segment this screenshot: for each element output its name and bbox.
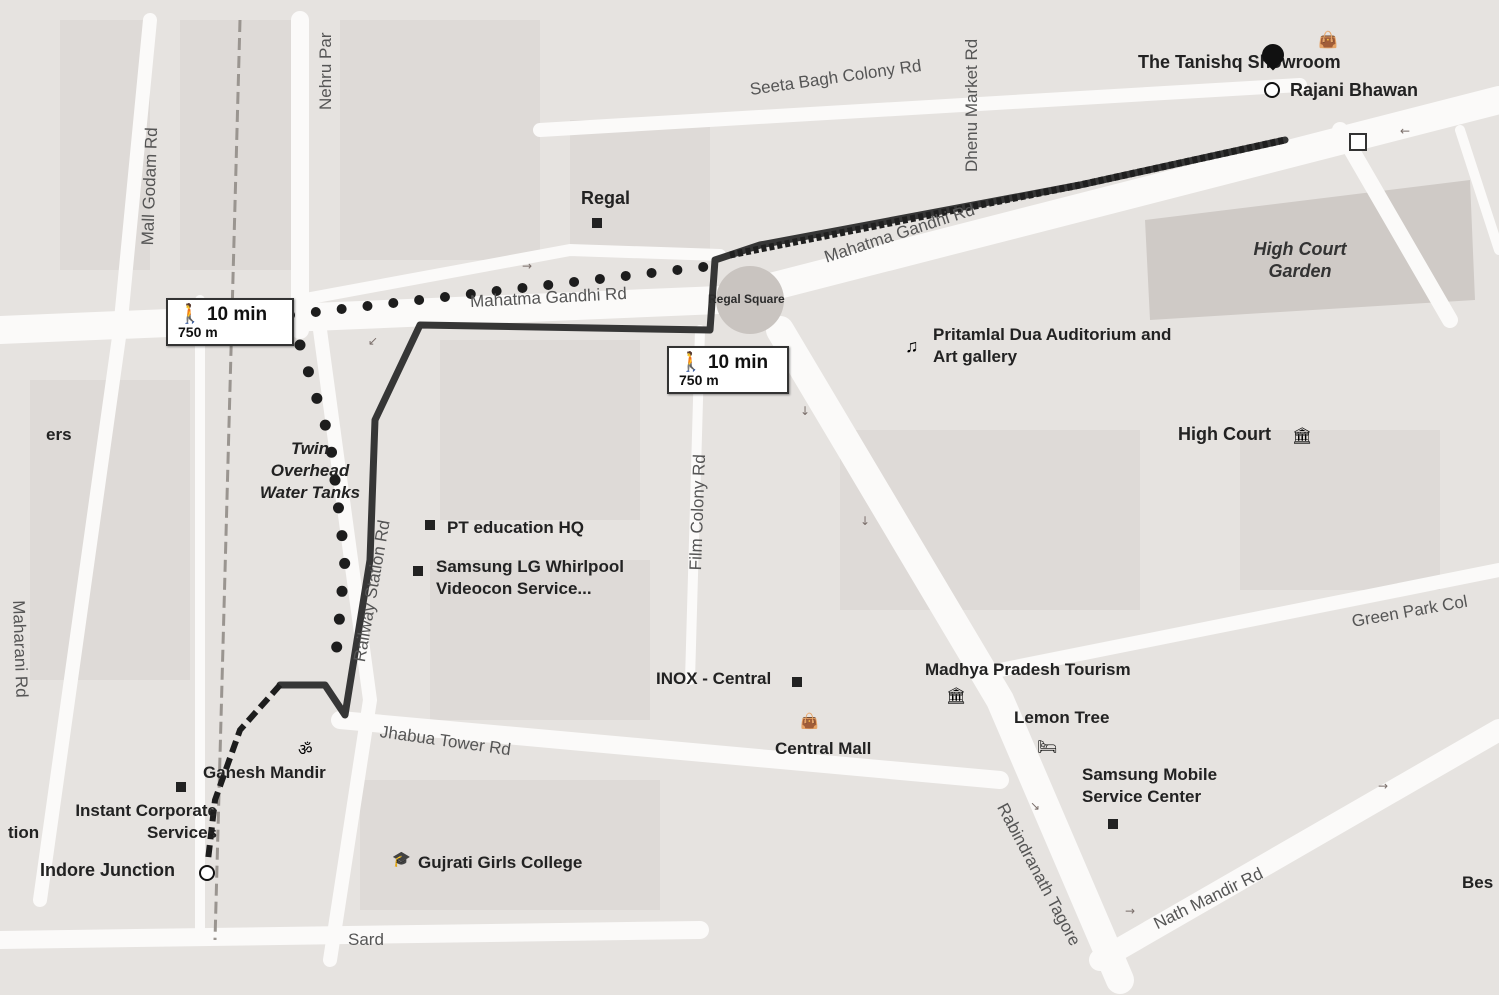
road-label-sard: Sard bbox=[348, 930, 384, 949]
government-building-icon: 🏛 bbox=[946, 688, 967, 705]
road-label-film-colony: Film Colony Rd bbox=[686, 453, 710, 571]
place-samsung-mobile[interactable]: Samsung Mobile Service Center bbox=[1082, 765, 1218, 806]
place-tanishq[interactable]: The Tanishq Showroom bbox=[1138, 52, 1341, 72]
place-high-court-garden[interactable]: High Court Garden bbox=[1253, 239, 1347, 281]
place-pritamlal-dua[interactable]: Pritamlal Dua Auditorium and Art gallery bbox=[933, 325, 1172, 366]
svg-text:←: ← bbox=[1400, 124, 1410, 138]
regal-square-circle bbox=[716, 266, 784, 334]
destination-marker-icon[interactable] bbox=[1264, 82, 1280, 98]
walk-icon: 🚶 bbox=[679, 352, 703, 373]
graduation-cap-icon: 🎓 bbox=[392, 851, 411, 868]
government-building-icon: 🏛 bbox=[1292, 428, 1313, 445]
place-ganesh-mandir[interactable]: Ganesh Mandir bbox=[203, 763, 326, 782]
svg-text:↓: ↓ bbox=[860, 514, 870, 528]
route-time: 10 min bbox=[206, 304, 268, 325]
hotel-bed-icon: 🛏 bbox=[1037, 739, 1058, 756]
place-high-court[interactable]: High Court bbox=[1178, 424, 1271, 444]
road-label-dhenu-market: Dhenu Market Rd bbox=[962, 38, 981, 172]
route-callout-left[interactable]: 🚶 10 min 750 m bbox=[166, 298, 294, 346]
place-gujrati-girls-college[interactable]: Gujrati Girls College bbox=[418, 853, 583, 872]
place-lemon-tree[interactable]: Lemon Tree bbox=[1014, 708, 1110, 727]
walk-route-to-junction bbox=[205, 683, 283, 861]
svg-text:↘: ↘ bbox=[1030, 799, 1040, 813]
transit-icon bbox=[1349, 133, 1367, 151]
svg-text:↙: ↙ bbox=[368, 334, 378, 348]
place-rajani-bhawan[interactable]: Rajani Bhawan bbox=[1290, 80, 1419, 100]
svg-text:→: → bbox=[1378, 779, 1388, 793]
svg-text:→: → bbox=[1125, 904, 1135, 918]
svg-text:→: → bbox=[522, 259, 532, 273]
place-inox-central[interactable]: INOX - Central bbox=[656, 669, 772, 688]
walk-route-dotted-top bbox=[285, 260, 725, 320]
temple-om-icon: ॐ bbox=[298, 742, 313, 759]
business-icon bbox=[425, 520, 435, 530]
place-mp-tourism[interactable]: Madhya Pradesh Tourism bbox=[925, 660, 1131, 679]
shopping-bag-icon: 👜 bbox=[800, 713, 819, 730]
route-time: 10 min bbox=[707, 352, 769, 373]
business-icon bbox=[413, 566, 423, 576]
origin-marker-icon[interactable] bbox=[199, 865, 215, 881]
road-label-nehru-park: Nehru Par bbox=[316, 32, 335, 110]
music-note-icon: ♫ bbox=[905, 336, 919, 356]
route-distance: 750 m bbox=[679, 372, 719, 388]
cinema-icon bbox=[592, 218, 602, 228]
svg-text:↓: ↓ bbox=[800, 404, 810, 418]
road-label-mall-godam: Mall Godam Rd bbox=[138, 126, 162, 246]
place-partial-ers: ers bbox=[46, 425, 72, 444]
place-partial-tion: tion bbox=[8, 823, 40, 842]
road-label-maharani: Maharani Rd bbox=[9, 600, 32, 698]
cinema-icon bbox=[792, 677, 802, 687]
route-callout-right[interactable]: 🚶 10 min 750 m bbox=[667, 346, 789, 394]
place-samsung-lg[interactable]: Samsung LG Whirlpool Videocon Service... bbox=[436, 557, 624, 598]
place-instant-corporate[interactable]: Instant Corporate Services bbox=[75, 801, 217, 842]
walk-icon: 🚶 bbox=[178, 304, 202, 325]
place-regal-square[interactable]: Regal Square bbox=[708, 292, 785, 306]
business-icon bbox=[1108, 819, 1118, 829]
place-regal[interactable]: Regal bbox=[581, 188, 631, 208]
place-partial-bes: Bes bbox=[1462, 873, 1494, 892]
place-central-mall[interactable]: Central Mall bbox=[775, 739, 872, 758]
route-distance: 750 m bbox=[178, 324, 218, 340]
place-twin-tanks[interactable]: Twin Overhead Water Tanks bbox=[259, 439, 361, 502]
business-icon bbox=[176, 782, 186, 792]
place-indore-junction[interactable]: Indore Junction bbox=[40, 860, 175, 880]
place-pt-education[interactable]: PT education HQ bbox=[447, 518, 584, 537]
shopping-bag-icon: 👜 bbox=[1318, 32, 1338, 49]
